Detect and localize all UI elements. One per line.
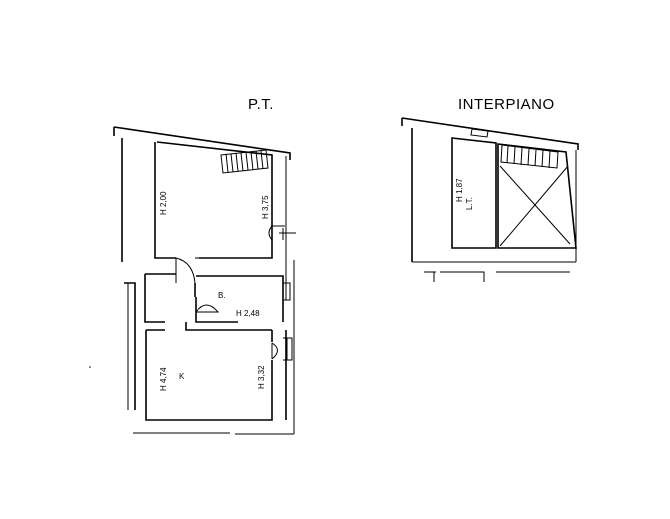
passage-walls (185, 322, 273, 342)
staircase-mezzanine (500, 144, 559, 169)
kitchen-outline (145, 329, 287, 421)
mezzanine-bottom-lines (412, 261, 576, 282)
stair-void-outline (497, 143, 577, 249)
kitchen-label: K (179, 372, 185, 381)
outer-wall-left-lower (124, 282, 136, 410)
staircase-upper (220, 149, 269, 174)
mezzanine-plan: H 1,87 L.T. (401, 117, 579, 282)
entrance-door (175, 257, 199, 284)
upper-room-outline (154, 141, 273, 259)
bathroom-height: H 2,48 (236, 309, 260, 318)
mezzanine-room-outline (451, 137, 497, 249)
outer-wall-left-upper (113, 127, 123, 262)
mezzanine-title: INTERPIANO (458, 96, 555, 113)
upper-room-door (268, 225, 296, 241)
ground-floor-title: P.T. (248, 96, 274, 113)
kitchen-window (283, 337, 293, 361)
mezzanine-top-wall (401, 117, 579, 150)
mezzanine-height: H 1,87 (455, 178, 464, 202)
bottom-boundary (127, 260, 295, 435)
bathroom-outline (195, 275, 284, 323)
bathroom-window (283, 282, 291, 301)
middle-left-wall (144, 273, 196, 323)
top-left-room-height: H 2,00 (159, 191, 168, 215)
mezzanine-left-wall (401, 118, 413, 262)
kitchen-left-height: H 4,74 (159, 367, 168, 391)
kitchen-door (271, 342, 278, 360)
mezzanine-top-window (470, 128, 489, 138)
mezzanine-room-label: L.T. (465, 197, 474, 210)
top-right-room-height: H 3,75 (261, 195, 270, 219)
bathroom-door (195, 304, 220, 313)
kitchen-right-height: H 3,32 (257, 365, 266, 389)
ground-floor-plan: H 2,00 H 3,75 B. H 2,48 K H 4,74 H 3,32 (89, 126, 296, 435)
outer-wall-top (113, 126, 291, 160)
bathroom-label: B. (218, 291, 226, 300)
drawing-dot (89, 366, 91, 368)
stair-void-cross (499, 165, 571, 247)
